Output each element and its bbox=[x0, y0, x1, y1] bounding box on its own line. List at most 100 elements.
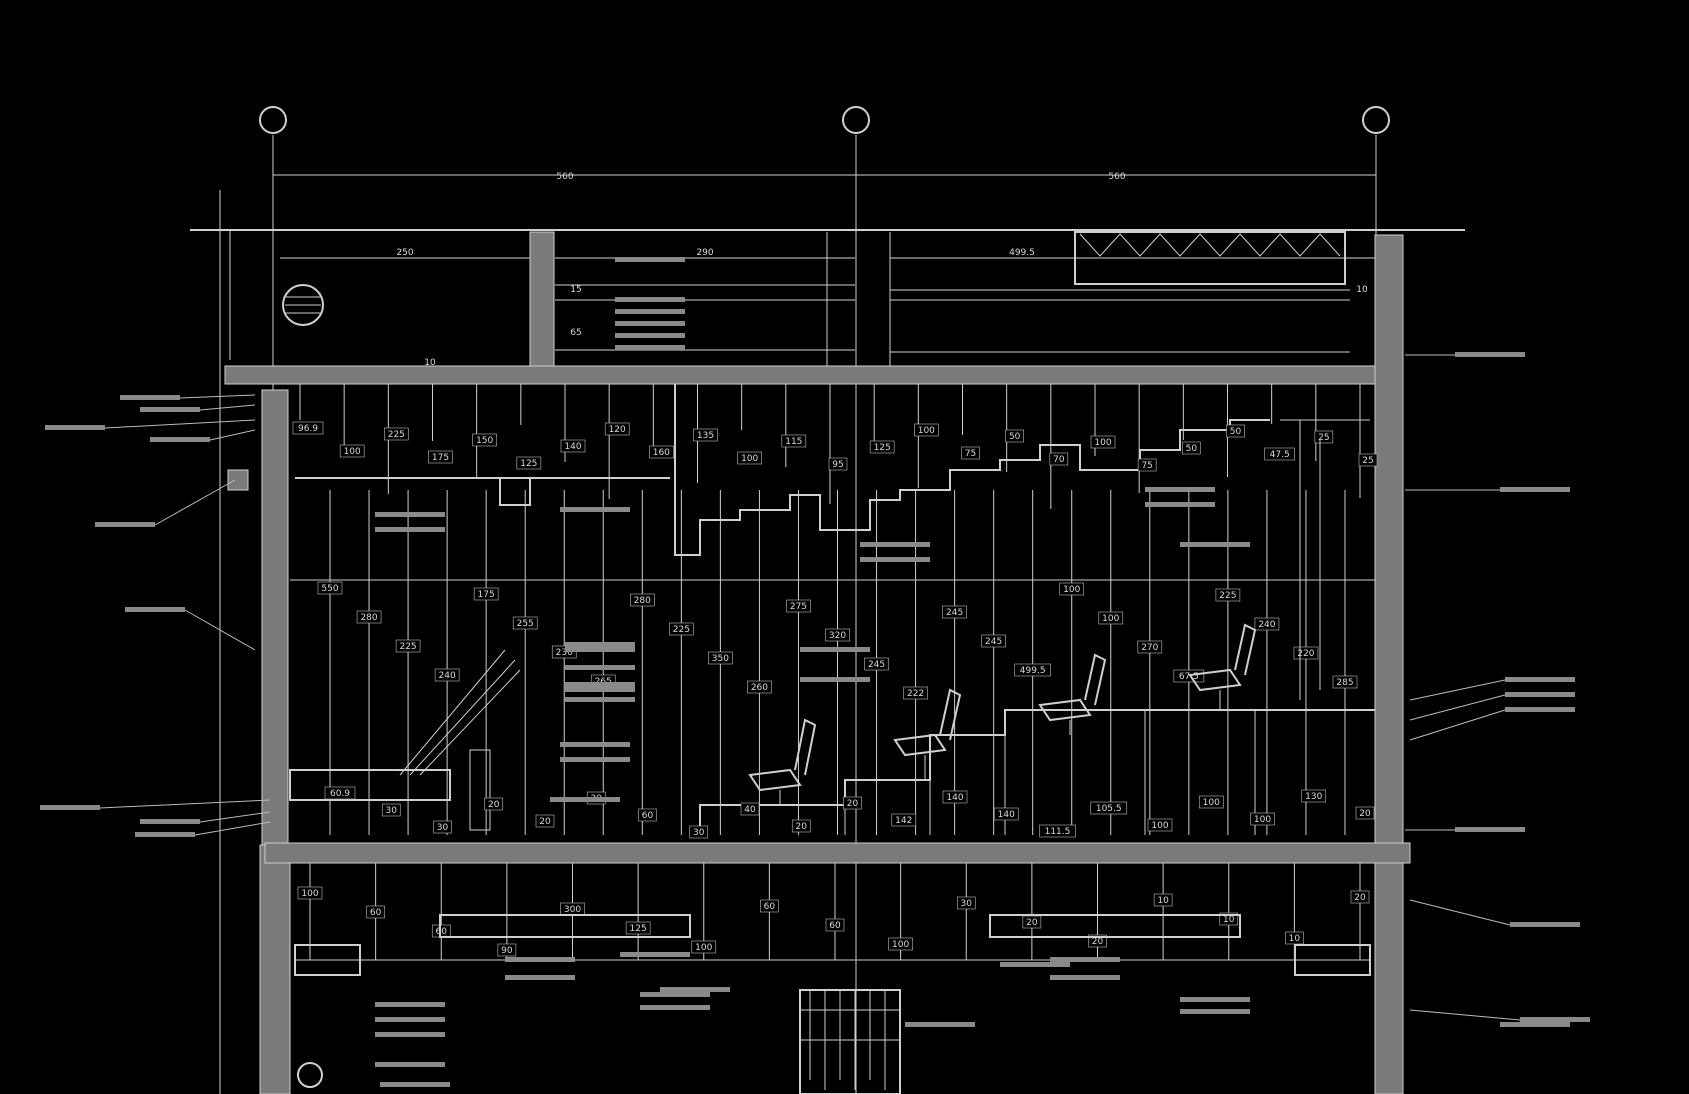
note-text-inner bbox=[550, 797, 620, 802]
note-text bbox=[565, 682, 635, 687]
lower-dim: 100 bbox=[1254, 815, 1271, 825]
note-text-left bbox=[45, 425, 105, 430]
floor-dim: 10 bbox=[1223, 915, 1235, 925]
note-text bbox=[375, 512, 445, 517]
leader-line bbox=[199, 811, 271, 823]
wall-right bbox=[1374, 234, 1404, 1094]
mid-dim: 240 bbox=[439, 671, 456, 681]
note-text bbox=[640, 992, 710, 997]
ceiling-dim: 100 bbox=[1094, 438, 1111, 448]
mid-dim-box bbox=[864, 657, 889, 671]
mid-dim: 175 bbox=[478, 590, 495, 600]
small-dim-4: 10 bbox=[424, 358, 436, 368]
lower-dim: 30 bbox=[386, 806, 398, 816]
ceiling-dim-box bbox=[1264, 447, 1295, 461]
mid-dim: 240 bbox=[1258, 620, 1275, 630]
note-text bbox=[615, 333, 685, 338]
note-text-left bbox=[95, 522, 155, 527]
note-text-inner bbox=[565, 642, 635, 647]
mid-dim-box bbox=[473, 587, 499, 601]
ceiling-dim-box bbox=[560, 439, 586, 453]
lower-dim: 60 bbox=[642, 811, 654, 821]
note-text-left bbox=[125, 607, 185, 612]
leader-line bbox=[99, 799, 271, 809]
leader-line bbox=[1409, 709, 1506, 741]
note-text-inner bbox=[560, 742, 630, 747]
note-text-left bbox=[40, 805, 100, 810]
lower-vertical-lines bbox=[309, 863, 1361, 960]
pile-cap bbox=[799, 989, 901, 1094]
mid-dim-box bbox=[395, 639, 421, 653]
ceiling-dim-box bbox=[693, 428, 718, 442]
mid-dim: 100 bbox=[1102, 614, 1119, 624]
mid-dim-box bbox=[1137, 640, 1163, 654]
mid-dim: 220 bbox=[1297, 649, 1314, 659]
plant-level: 250 290 499.5 15 65 10 10 bbox=[280, 231, 1375, 368]
seat-4-back bbox=[1234, 623, 1257, 676]
lower-dim: 105.5 bbox=[1096, 804, 1122, 814]
ceiling-dim: 120 bbox=[609, 425, 626, 435]
mid-dim-box bbox=[356, 610, 382, 624]
note-text-right bbox=[1505, 692, 1575, 697]
lower-dim-box bbox=[1039, 824, 1076, 838]
small-dim-2: 65 bbox=[570, 328, 581, 338]
floor-dim: 10 bbox=[1289, 934, 1301, 944]
roof-fan bbox=[282, 284, 324, 326]
ceiling-dim-box bbox=[1005, 429, 1024, 443]
leader-line bbox=[154, 479, 236, 526]
leader-line bbox=[1409, 679, 1506, 701]
lower-dim-box bbox=[638, 808, 657, 822]
upper-dim-3: 499.5 bbox=[1009, 248, 1035, 258]
mid-dim-box bbox=[747, 680, 772, 694]
note-text bbox=[505, 975, 575, 980]
mid-dim: 499.5 bbox=[1020, 666, 1046, 676]
floor-dim: 100 bbox=[301, 889, 318, 899]
ceiling-dim-box bbox=[292, 421, 324, 435]
ceiling-dim-box bbox=[1358, 453, 1378, 467]
lower-dim-box bbox=[942, 790, 968, 804]
ceiling-dim: 75 bbox=[965, 449, 976, 459]
floor-dim: 90 bbox=[501, 946, 513, 956]
note-text bbox=[1145, 487, 1215, 492]
seat-1 bbox=[748, 718, 817, 805]
ceiling-dim: 47.5 bbox=[1270, 450, 1290, 460]
lower-dim-box bbox=[433, 820, 452, 834]
ceiling-dim: 140 bbox=[564, 442, 581, 452]
mid-dim: 550 bbox=[321, 584, 338, 594]
mid-dim: 270 bbox=[1141, 643, 1158, 653]
note-text bbox=[565, 697, 635, 702]
ceiling-dim-box bbox=[472, 433, 497, 447]
mid-dim: 275 bbox=[790, 602, 807, 612]
lower-dim: 60.9 bbox=[330, 789, 350, 799]
lower-dim: 20 bbox=[539, 817, 551, 827]
lower-dim-box bbox=[891, 813, 917, 827]
mid-dim: 100 bbox=[1063, 585, 1080, 595]
floor-dim-box bbox=[297, 886, 323, 900]
ceiling-dim: 125 bbox=[874, 443, 891, 453]
note-text bbox=[615, 257, 685, 262]
ceiling-dim-box bbox=[869, 440, 895, 454]
ceiling-dim-box bbox=[737, 451, 762, 465]
note-text-right bbox=[1505, 677, 1575, 682]
ceiling-dim: 135 bbox=[697, 431, 714, 441]
building-shell bbox=[190, 190, 1465, 1094]
floor-dim-box bbox=[625, 921, 651, 935]
floor-dim-box bbox=[1153, 893, 1173, 907]
slab-upper bbox=[224, 365, 1376, 385]
note-text-inner bbox=[565, 687, 635, 692]
seat-3-base bbox=[1038, 698, 1092, 722]
top-dim-1: 560 bbox=[556, 172, 573, 182]
slab-lower bbox=[264, 842, 1411, 864]
note-text-right bbox=[1505, 707, 1575, 712]
ceiling-dim: 225 bbox=[388, 430, 405, 440]
lower-dim-box bbox=[1147, 818, 1173, 832]
leader-line bbox=[104, 419, 256, 429]
mid-dim: 67.5 bbox=[1179, 672, 1199, 682]
leader-line bbox=[1409, 694, 1506, 721]
note-text bbox=[375, 1002, 445, 1007]
lower-dim-box bbox=[1355, 806, 1375, 820]
lower-dim-box bbox=[535, 814, 555, 828]
floor-dim-box bbox=[888, 937, 913, 951]
floor-dim: 10 bbox=[1157, 896, 1169, 906]
seat-3 bbox=[1038, 653, 1107, 735]
